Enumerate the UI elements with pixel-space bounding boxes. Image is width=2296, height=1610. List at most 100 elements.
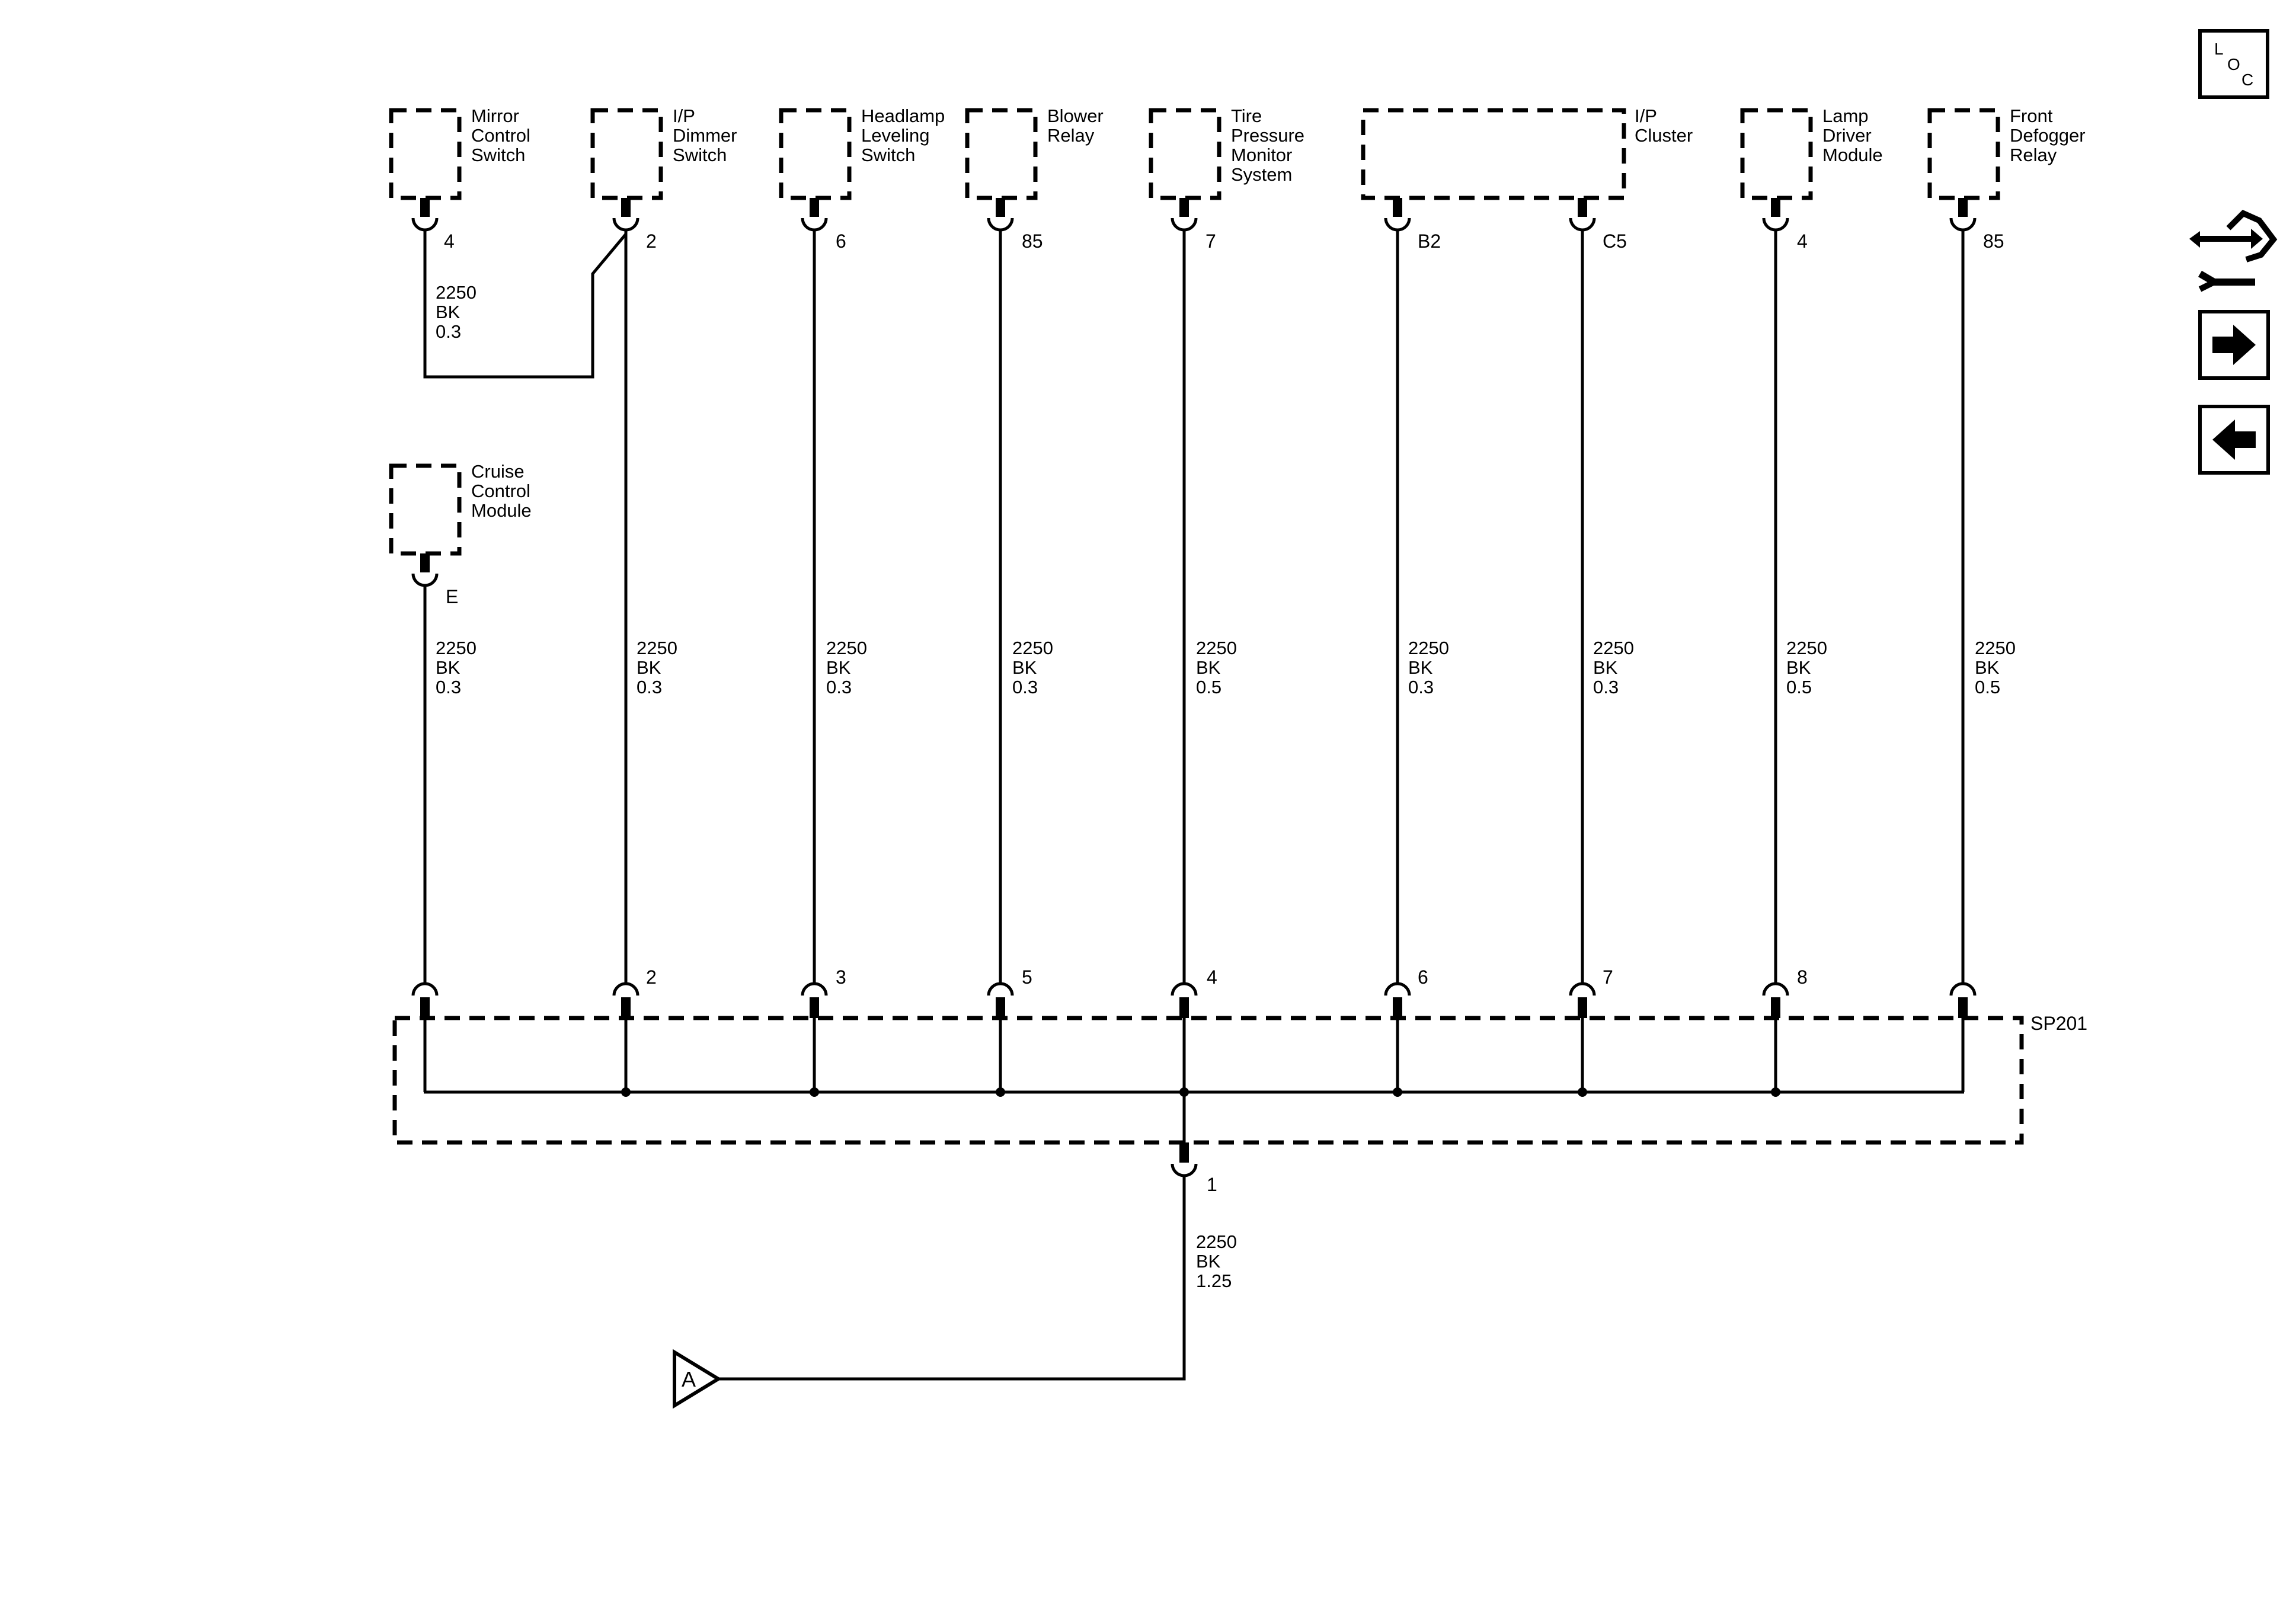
svg-text:Lamp Driver Module: Lamp Driver Module [1822, 105, 1883, 165]
svg-text:Tire Pressure Moni: Tire Pressure Monitor System [1231, 105, 1310, 185]
arrow-right-icon[interactable] [2198, 310, 2270, 380]
splice-pin-label: 6 [1418, 966, 1428, 988]
component-ip-dimmer-switch: I/P Dimmer Switch 2 [590, 105, 742, 252]
splice-entry-connectors [411, 982, 1977, 1018]
splice-pin-label: 3 [836, 966, 846, 988]
component-cruise-control-module: Cruise Control Module E [389, 461, 532, 607]
splice-pin-label: 7 [1603, 966, 1613, 988]
component-label-line: System [1231, 164, 1292, 185]
wire-size: 0.3 [826, 677, 852, 697]
wire-color: BK [436, 302, 461, 322]
svg-text:Front Defogger Rel: Front Defogger Relay [2010, 105, 2090, 165]
wire-color: BK [826, 657, 851, 678]
pin-label: 85 [1983, 231, 2004, 252]
component-label-line: Control [471, 125, 530, 146]
wire-circuit: 2250 [1196, 1231, 1237, 1252]
wire-ground: 2250 BK 1.25 [718, 1176, 1237, 1381]
wire-blower: 2250 BK 0.3 [999, 230, 1059, 984]
svg-text:2250 BK 0.3: 2250 BK 0.3 [436, 638, 482, 697]
wire-circuit: 2250 [436, 282, 477, 303]
terminal-a[interactable]: A [673, 1349, 722, 1409]
component-label-line: I/P [673, 105, 695, 126]
splice-label: SP201 [2030, 1013, 2087, 1034]
splice-pin-label: 5 [1022, 966, 1032, 988]
wire-size: 0.3 [637, 677, 662, 697]
pin-label: 4 [444, 231, 455, 252]
wire-size: 0.3 [436, 677, 461, 697]
component-label-line: Lamp [1822, 105, 1869, 126]
component-label-line: Cluster [1635, 125, 1693, 146]
svg-text:I/P Dimmer Switch: I/P Dimmer Switch [673, 105, 742, 165]
wire-color: BK [1012, 657, 1037, 678]
splice-pin-label: 2 [646, 966, 657, 988]
component-blower-relay: Blower Relay 85 [965, 105, 1108, 252]
wire-color: BK [1408, 657, 1433, 678]
wire-circuit: 2250 [1593, 638, 1634, 658]
component-label-line: Switch [673, 145, 727, 165]
splice-sp201: SP201 2 3 5 4 6 7 8 [392, 966, 2087, 1195]
loc-letter: C [2241, 71, 2253, 89]
splice-pin-label: 8 [1797, 966, 1808, 988]
splice-pin-label: 4 [1207, 966, 1217, 988]
component-label-line: Control [471, 481, 530, 501]
terminal-label: A [682, 1367, 696, 1391]
wire-circuit: 2250 [826, 638, 867, 658]
svg-text:2250 BK 0.3: 2250 BK 0.3 [637, 638, 683, 697]
svg-text:2250 BK 0.5: 2250 BK 0.5 [1975, 638, 2021, 697]
wire-headlamp: 2250 BK 0.3 [813, 230, 872, 984]
wire-cluster-b2: 2250 BK 0.3 [1396, 230, 1454, 984]
svg-text:2250 BK 0.3: 2250 BK 0.3 [436, 282, 482, 342]
svg-text:Headlamp Leveling: Headlamp Leveling Switch [861, 105, 950, 165]
component-label-line: Cruise [471, 461, 525, 482]
svg-text:2250 BK 0.3: 2250 BK 0.3 [1408, 638, 1454, 697]
pin-label: B2 [1418, 231, 1441, 252]
wire-size: 0.5 [1786, 677, 1812, 697]
splice-out-pin-label: 1 [1207, 1174, 1217, 1195]
svg-text:2250 BK 0.3: 2250 BK 0.3 [826, 638, 872, 697]
component-label-line: Monitor [1231, 145, 1292, 165]
pin-label: E [446, 586, 458, 607]
pin-label: 2 [646, 231, 657, 252]
svg-text:2250 BK 0.5: 2250 BK 0.5 [1786, 638, 1833, 697]
connector-harness-icon[interactable] [2189, 210, 2278, 292]
component-label-line: Dimmer [673, 125, 737, 146]
pin-label: 7 [1205, 231, 1216, 252]
wire-dimmer: 2250 BK 0.3 [624, 230, 683, 984]
wire-color: BK [1975, 657, 2000, 678]
svg-text:I/P Cluster: I/P Cluster [1635, 105, 1693, 146]
component-label-line: Driver [1822, 125, 1872, 146]
pin-label: 85 [1022, 231, 1043, 252]
component-label-line: Mirror [471, 105, 519, 126]
wire-defogger: 2250 BK 0.5 [1961, 230, 2021, 984]
component-front-defogger-relay: Front Defogger Relay 85 [1927, 105, 2090, 252]
wire-cruise: 2250 BK 0.3 [423, 585, 482, 984]
wire-circuit: 2250 [436, 638, 477, 658]
component-label-line: Front [2010, 105, 2053, 126]
arrow-left-icon[interactable] [2198, 405, 2270, 475]
component-label-line: Switch [861, 145, 915, 165]
splice-bus [423, 1018, 1965, 1142]
pin-label: C5 [1603, 231, 1627, 252]
component-ip-cluster: I/P Cluster B2 C5 [1361, 105, 1693, 252]
component-label-line: Relay [2010, 145, 2057, 165]
svg-text:Blower Relay: Blower Relay [1047, 105, 1108, 146]
component-tire-pressure-monitor-system: Tire Pressure Monitor System 7 [1149, 105, 1310, 252]
component-lamp-driver-module: Lamp Driver Module 4 [1740, 105, 1883, 252]
svg-text:Mirror Control Swi: Mirror Control Switch [471, 105, 536, 165]
wire-size: 1.25 [1196, 1270, 1232, 1291]
wire-circuit: 2250 [1408, 638, 1449, 658]
wire-size: 0.5 [1196, 677, 1221, 697]
component-label-line: Relay [1047, 125, 1095, 146]
wire-color: BK [1196, 1251, 1221, 1272]
pin-label: 6 [836, 231, 846, 252]
component-label-line: Blower [1047, 105, 1104, 126]
svg-text:2250 BK 0.3: 2250 BK 0.3 [1012, 638, 1059, 697]
component-label-line: Defogger [2010, 125, 2086, 146]
wire-color: BK [1786, 657, 1811, 678]
component-headlamp-leveling-switch: Headlamp Leveling Switch 6 [779, 105, 950, 252]
component-label-line: Switch [471, 145, 525, 165]
loc-icon[interactable]: L O C [2198, 29, 2269, 99]
pin-label: 4 [1797, 231, 1808, 252]
component-label-line: Tire [1231, 105, 1262, 126]
